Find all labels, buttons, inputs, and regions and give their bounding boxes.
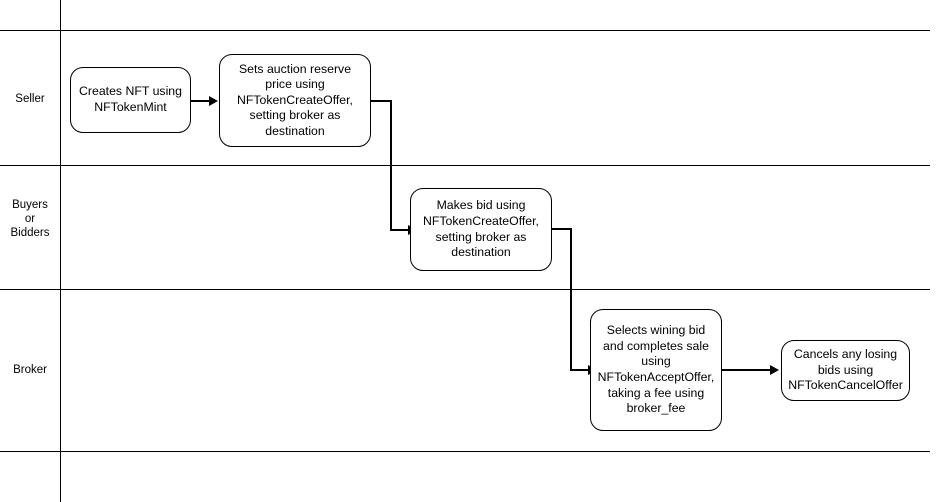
lane-separator-line-0 [0,30,930,31]
lane-label-column-divider [60,0,61,502]
conn-mint-to-reserve-arrowhead-icon [209,96,218,106]
node-sets-reserve[interactable]: Sets auction reserve price using NFToken… [219,54,371,147]
conn-accept-to-cancel-arrowhead-icon [770,365,779,375]
node-selects-winning-bid[interactable]: Selects wining bid and completes sale us… [590,309,722,431]
conn-bid-to-accept-segment-0 [552,228,571,230]
conn-bid-to-accept-segment-2 [570,369,588,371]
node-cancels-losing-bids-label: Cancels any losing bids using NFTokenCan… [788,347,903,393]
conn-mint-to-reserve-segment-0 [191,100,211,102]
conn-bid-to-accept-segment-1 [570,228,572,370]
lane-label-seller: Seller [15,93,45,105]
node-cancels-losing-bids[interactable]: Cancels any losing bids using NFTokenCan… [781,340,910,401]
node-sets-reserve-label: Sets auction reserve price using NFToken… [237,61,353,138]
conn-reserve-to-bid-segment-0 [371,100,391,102]
node-makes-bid[interactable]: Makes bid using NFTokenCreateOffer, sett… [410,188,552,271]
node-selects-winning-bid-label: Selects wining bid and completes sale us… [597,323,715,416]
lane-separator-line-1 [0,165,930,166]
lane-label-broker: Broker [13,364,47,376]
conn-reserve-to-bid-segment-1 [390,100,392,230]
conn-reserve-to-bid-segment-2 [390,229,408,231]
lane-separator-line-2 [0,289,930,290]
node-creates-nft[interactable]: Creates NFT using NFTokenMint [70,67,191,133]
node-creates-nft-label: Creates NFT using NFTokenMint [79,84,182,114]
conn-accept-to-cancel-segment-0 [722,369,772,371]
lane-separator-line-3 [0,451,930,452]
node-makes-bid-label: Makes bid using NFTokenCreateOffer, sett… [423,198,539,260]
lane-label-buyers-or-bidders: Buyers or Bidders [10,199,50,239]
